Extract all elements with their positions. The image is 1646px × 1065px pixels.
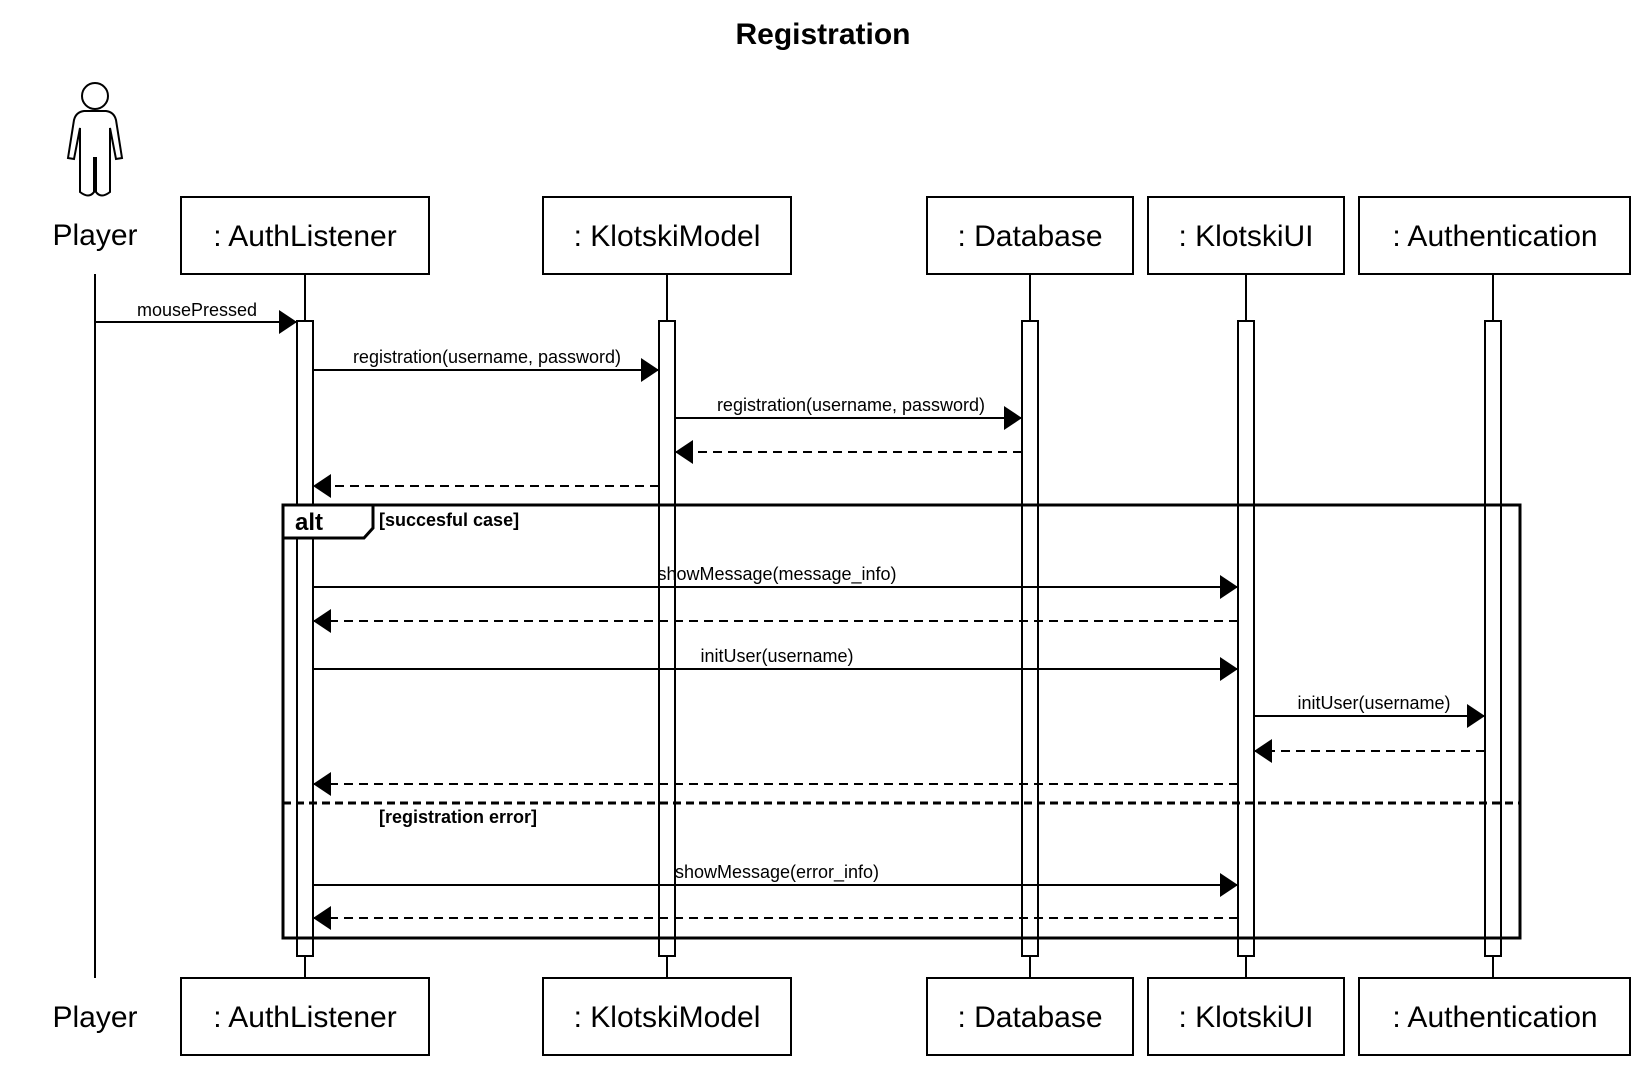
participant-label-top: : Authentication [1392,220,1597,253]
participant-label-top: : KlotskiModel [574,220,761,253]
activation-auth-listener [296,320,314,957]
participant-box-bottom [542,977,792,1056]
participant-database: : Database : Database [926,196,1134,1056]
message-label-registration-to-database: registration(username, password) [717,395,985,415]
message-label-inituser-to-authentication: initUser(username) [1297,693,1450,713]
message-label-mousepressed: mousePressed [137,300,257,320]
message-label-inituser-to-ui: initUser(username) [700,646,853,666]
participant-box-bottom [926,977,1134,1056]
stick-figure-icon [66,82,124,197]
participant-label-top: : AuthListener [213,220,396,253]
participant-label-bottom: : KlotskiUI [1178,1001,1313,1034]
participant-label-bottom: : Database [957,1001,1102,1034]
participant-label-bottom: : AuthListener [213,1001,396,1034]
participant-label-top: : KlotskiUI [1178,220,1313,253]
diagram-title: Registration [735,18,910,51]
alt-frame [281,503,1522,940]
alt-guard-success: [succesful case] [379,510,519,530]
alt-guard-error: [registration error] [379,807,537,827]
participant-auth-listener: : AuthListener : AuthListener [180,196,430,1056]
message-labels: mousePressed registration(username, pass… [137,300,1451,883]
message-label-registration-to-model: registration(username, password) [353,347,621,367]
player-actor: Player Player [52,82,138,1034]
participant-box-top [1147,196,1345,275]
participant-label-top: : Database [957,220,1102,253]
alt-operator-tab [281,503,375,540]
participant-box-bottom [1147,977,1345,1056]
activation-klotski-model [658,320,676,957]
alt-fragment: alt [succesful case] [registration error… [281,503,1522,940]
actor-name-bottom: Player [52,1001,137,1034]
participant-label-bottom: : Authentication [1392,1001,1597,1034]
actor-name-top: Player [52,219,137,252]
activation-klotski-ui [1237,320,1255,957]
participant-klotski-model: : KlotskiModel : KlotskiModel [542,196,792,1056]
participant-authentication: : Authentication : Authentication [1358,196,1631,1056]
participant-box-bottom [180,977,430,1056]
participant-box-top [542,196,792,275]
activation-authentication [1484,320,1502,957]
participant-box-top [180,196,430,275]
participant-box-bottom [1358,977,1631,1056]
alt-operator-label: alt [295,509,323,536]
participant-box-top [926,196,1134,275]
messages [95,310,1485,930]
activation-database [1021,320,1039,957]
activation-bars [296,320,1502,957]
participant-klotski-ui: : KlotskiUI : KlotskiUI [1147,196,1345,1056]
participant-label-bottom: : KlotskiModel [574,1001,761,1034]
message-label-showmessage-error: showMessage(error_info) [675,862,879,883]
message-label-showmessage-info: showMessage(message_info) [657,564,896,585]
participant-box-top [1358,196,1631,275]
